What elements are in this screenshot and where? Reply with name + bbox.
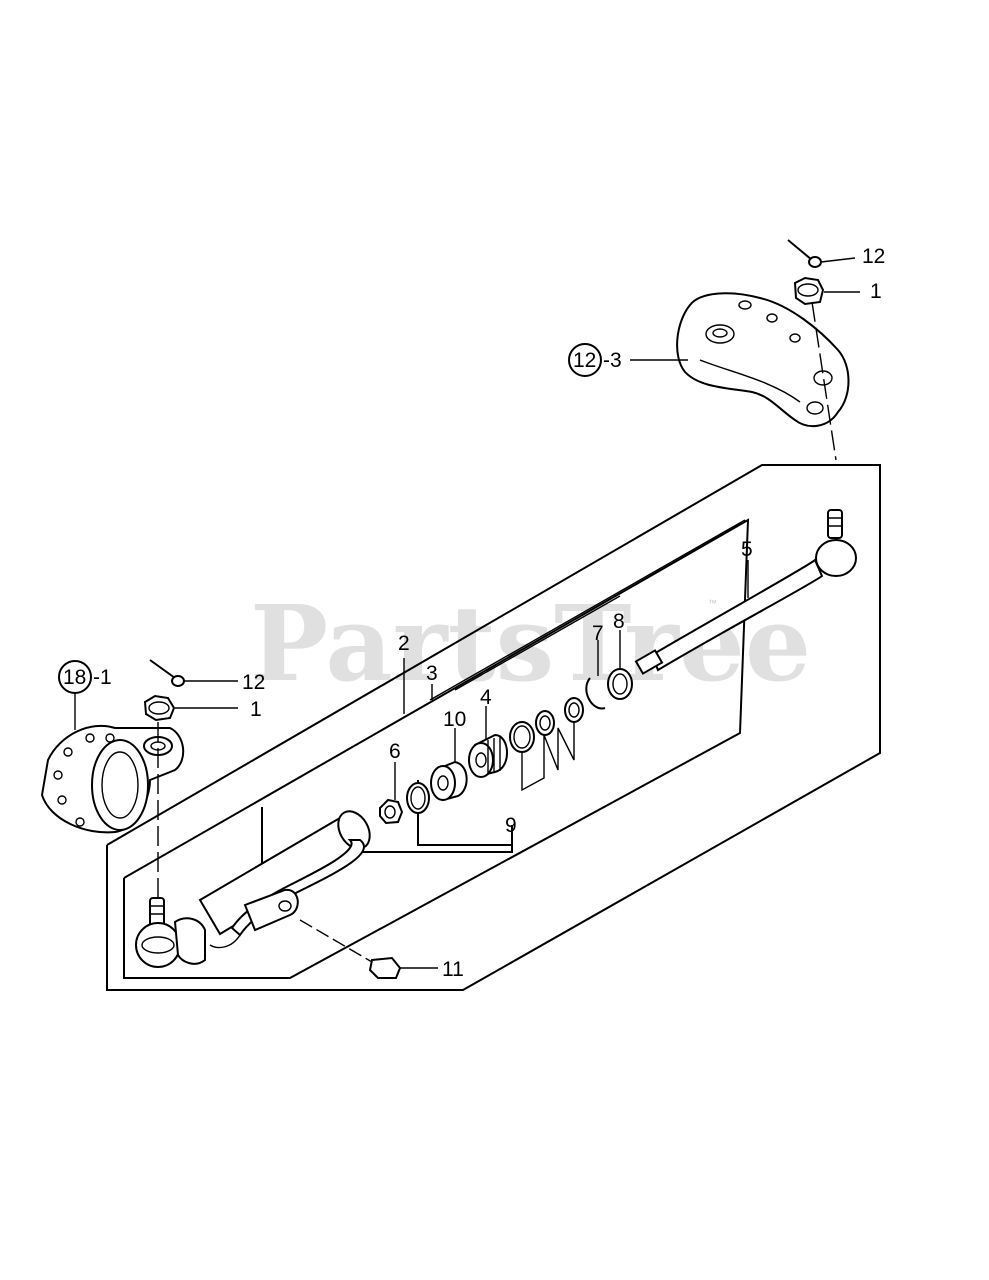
- callout-12-3-circle-label: 12: [573, 349, 596, 372]
- cotter-pin-top-icon: [787, 239, 822, 268]
- bracket-9-seals: [521, 722, 575, 792]
- assembly-inner-frame: [123, 518, 750, 979]
- callout-12-3-suffix: -3: [603, 349, 622, 372]
- piston-4-icon: [468, 733, 508, 778]
- callout-9: 9: [505, 814, 517, 837]
- callout-5: 5: [741, 538, 753, 561]
- callout-1-left: 1: [250, 698, 262, 721]
- watermark-trademark: ™: [708, 598, 717, 608]
- callout-circle-18-1: [58, 660, 92, 694]
- knuckle-arm-icon: [676, 292, 850, 428]
- seal-small-2-icon: [535, 710, 555, 736]
- guide-line-2: [429, 519, 746, 701]
- seal-large-icon: [509, 721, 535, 753]
- bushing-10-icon: [430, 760, 468, 802]
- callout-12-top: 12: [862, 245, 885, 268]
- nut-top-icon: [793, 276, 825, 306]
- callout-6: 6: [389, 740, 401, 763]
- bracket-9-right: [300, 845, 513, 853]
- callout-2: 2: [398, 632, 410, 655]
- callout-8: 8: [613, 610, 625, 633]
- callout-7: 7: [592, 622, 604, 645]
- callout-1-top: 1: [870, 280, 882, 303]
- snap-ring-8-icon: [607, 668, 633, 700]
- callout-11: 11: [442, 958, 464, 981]
- o-ring-7-icon: [585, 677, 606, 710]
- centerline-fitting: [299, 919, 373, 963]
- o-ring-large-icon: [406, 782, 430, 814]
- callout-10: 10: [443, 708, 466, 731]
- callout-3: 3: [426, 662, 438, 685]
- callout-circle-12-3: [568, 343, 602, 377]
- nut-left-icon: [143, 694, 176, 722]
- tie-rod-end-right-icon: [650, 509, 857, 672]
- seal-small-1-icon: [564, 697, 584, 723]
- cotter-pin-left-icon: [149, 659, 185, 687]
- rod-thread-icon: [634, 649, 664, 675]
- callout-18-1-circle-label: 18: [63, 666, 86, 689]
- leader-12-top: [820, 257, 856, 263]
- callout-12-left: 12: [242, 671, 265, 694]
- centerline-right: [811, 301, 837, 461]
- assembly-outer-frame: [106, 464, 881, 991]
- tie-rod-end-left-icon: [135, 897, 206, 968]
- callout-18-1-suffix: -1: [93, 666, 112, 689]
- steering-cylinder-icon: [198, 810, 371, 949]
- steering-knuckle-left-icon: [40, 724, 185, 834]
- nut-6-icon: [379, 798, 404, 825]
- grease-fitting-11-icon: [368, 956, 402, 979]
- callout-4: 4: [480, 686, 492, 709]
- guide-line-3: [454, 595, 621, 691]
- watermark-text: PartsTree: [250, 582, 811, 705]
